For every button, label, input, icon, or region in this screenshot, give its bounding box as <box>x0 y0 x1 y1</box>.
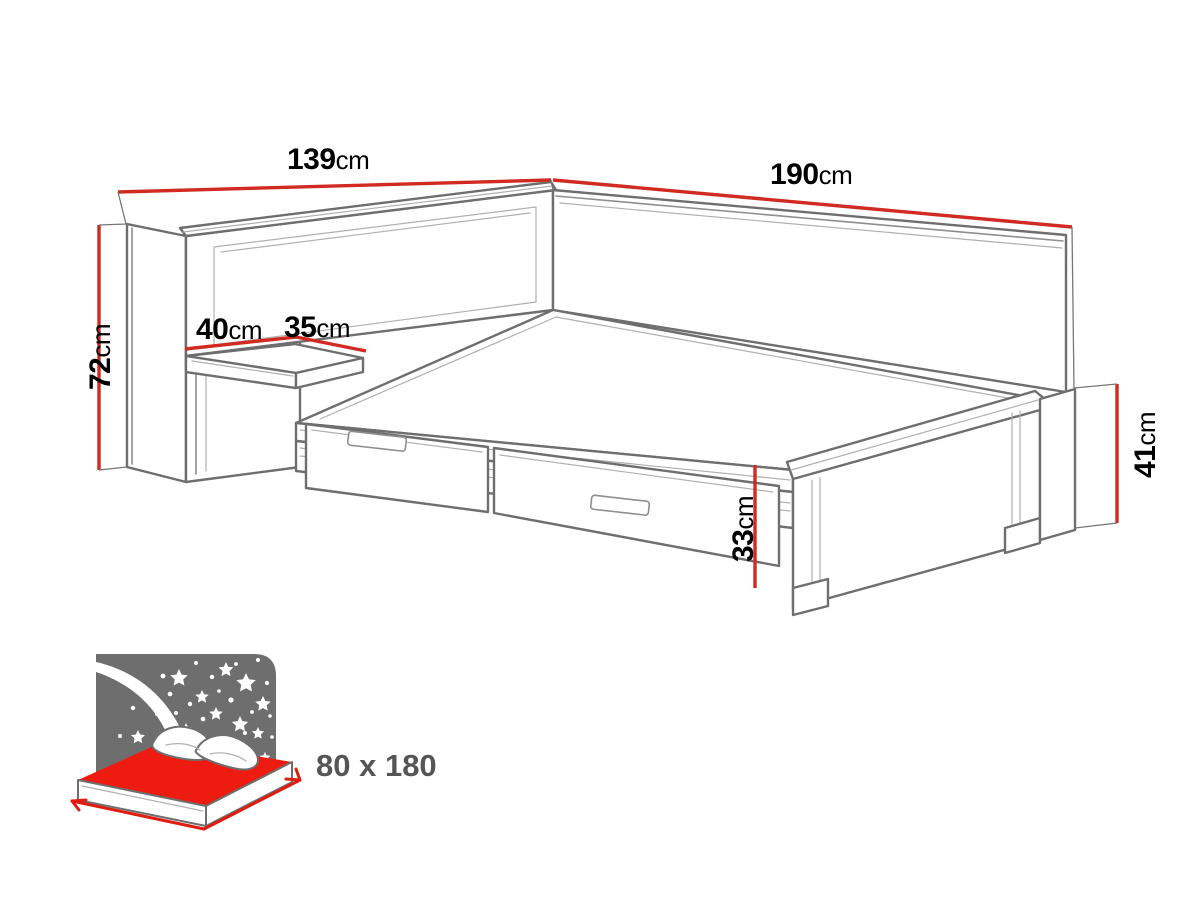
dim-unit-33: cm <box>729 495 759 530</box>
dimtick-72-bot <box>98 466 128 471</box>
dimension-label-35: 35cm <box>284 311 351 344</box>
dimension-label-72: 72cm <box>84 323 117 390</box>
drawer-right <box>492 446 781 568</box>
dimension-label-139: 139cm <box>287 143 370 176</box>
dimtick-139-right <box>550 179 554 191</box>
dim-unit-40: cm <box>228 315 263 345</box>
dimline-139 <box>117 178 552 194</box>
dim-value-35: 35 <box>284 311 317 344</box>
dim-value-139: 139 <box>287 143 336 176</box>
dimtick-72-top <box>98 223 128 226</box>
dim-unit-72: cm <box>86 323 116 358</box>
dimension-label-190: 190cm <box>770 158 853 191</box>
mattress-size-icon <box>70 654 302 831</box>
dimtick-190-right <box>1071 226 1075 389</box>
dimtick-41-top <box>1073 383 1118 389</box>
mattress-dimension-arrows <box>70 767 302 831</box>
bed-illustration <box>125 180 1077 617</box>
dim-value-33: 33 <box>727 529 760 562</box>
dim-value-41: 41 <box>1129 445 1162 478</box>
drawer-handle-right <box>589 494 651 516</box>
pillows <box>151 725 259 771</box>
dim-unit-190: cm <box>818 160 853 190</box>
dimline-40 <box>184 335 297 351</box>
dim-value-40: 40 <box>196 313 229 346</box>
dimline-190 <box>552 178 1073 229</box>
footboard-panel <box>785 389 1048 617</box>
dimtick-41-bot <box>1074 522 1118 529</box>
dimension-lines <box>97 178 1119 588</box>
dimension-label-40: 40cm <box>196 313 263 346</box>
dim-value-72: 72 <box>84 357 117 390</box>
corner-shelf <box>184 342 365 390</box>
dimtick-139-left <box>117 191 127 225</box>
dim-unit-41: cm <box>1131 411 1161 446</box>
mattress-size-label: 80 x 180 <box>316 748 437 783</box>
dim-unit-35: cm <box>316 313 351 343</box>
drawer-handle-left <box>346 430 408 452</box>
drawer-left <box>304 422 490 514</box>
footboard-side-edge <box>1038 387 1077 542</box>
dim-unit-139: cm <box>335 145 370 175</box>
dimension-label-41: 41cm <box>1129 411 1162 478</box>
dim-value-190: 190 <box>770 158 819 191</box>
dimension-label-33: 33cm <box>727 495 760 562</box>
dimline-35 <box>295 335 367 353</box>
